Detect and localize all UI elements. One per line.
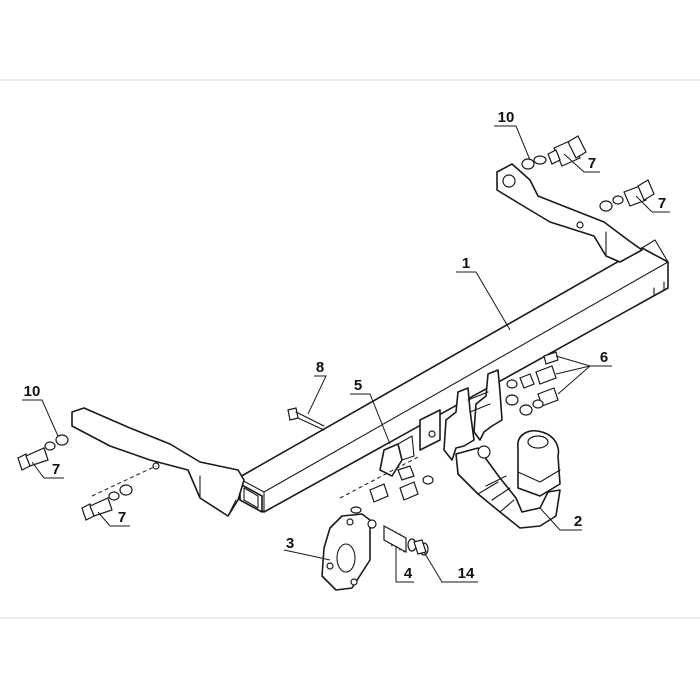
callout-10-top: 10 <box>498 109 515 126</box>
bracket-hole <box>576 221 584 229</box>
alignment-dash-center <box>339 455 421 499</box>
socket-plate <box>321 513 371 591</box>
left-side-bracket <box>71 407 245 517</box>
alignment-dash-left <box>91 465 157 497</box>
main-cross-beam <box>237 239 669 513</box>
callout-7-left-top: 7 <box>52 461 60 478</box>
callout-6: 6 <box>600 349 608 366</box>
plate-hole <box>428 430 436 438</box>
callout-7-left-bottom: 7 <box>118 509 126 526</box>
bracket-hole <box>502 174 516 188</box>
callout-7-top-right: 7 <box>588 155 596 172</box>
right-side-bracket <box>496 163 643 263</box>
callout-2: 2 <box>574 513 582 530</box>
tow-ball-assembly <box>455 430 561 529</box>
hardware <box>17 135 655 555</box>
leader-lines <box>22 125 670 583</box>
callout-4: 4 <box>404 565 413 582</box>
callout-5: 5 <box>354 377 362 394</box>
callout-8: 8 <box>316 359 324 376</box>
callout-1: 1 <box>462 255 470 272</box>
callout-labels: 1 2 3 4 5 6 7 7 7 7 8 10 10 14 <box>24 109 667 582</box>
callout-14: 14 <box>458 565 475 582</box>
callout-10-left: 10 <box>24 383 41 400</box>
callout-3: 3 <box>286 535 294 552</box>
central-mounting-plates <box>379 369 503 477</box>
neck-hole <box>477 445 491 459</box>
callout-7-right: 7 <box>658 195 666 212</box>
